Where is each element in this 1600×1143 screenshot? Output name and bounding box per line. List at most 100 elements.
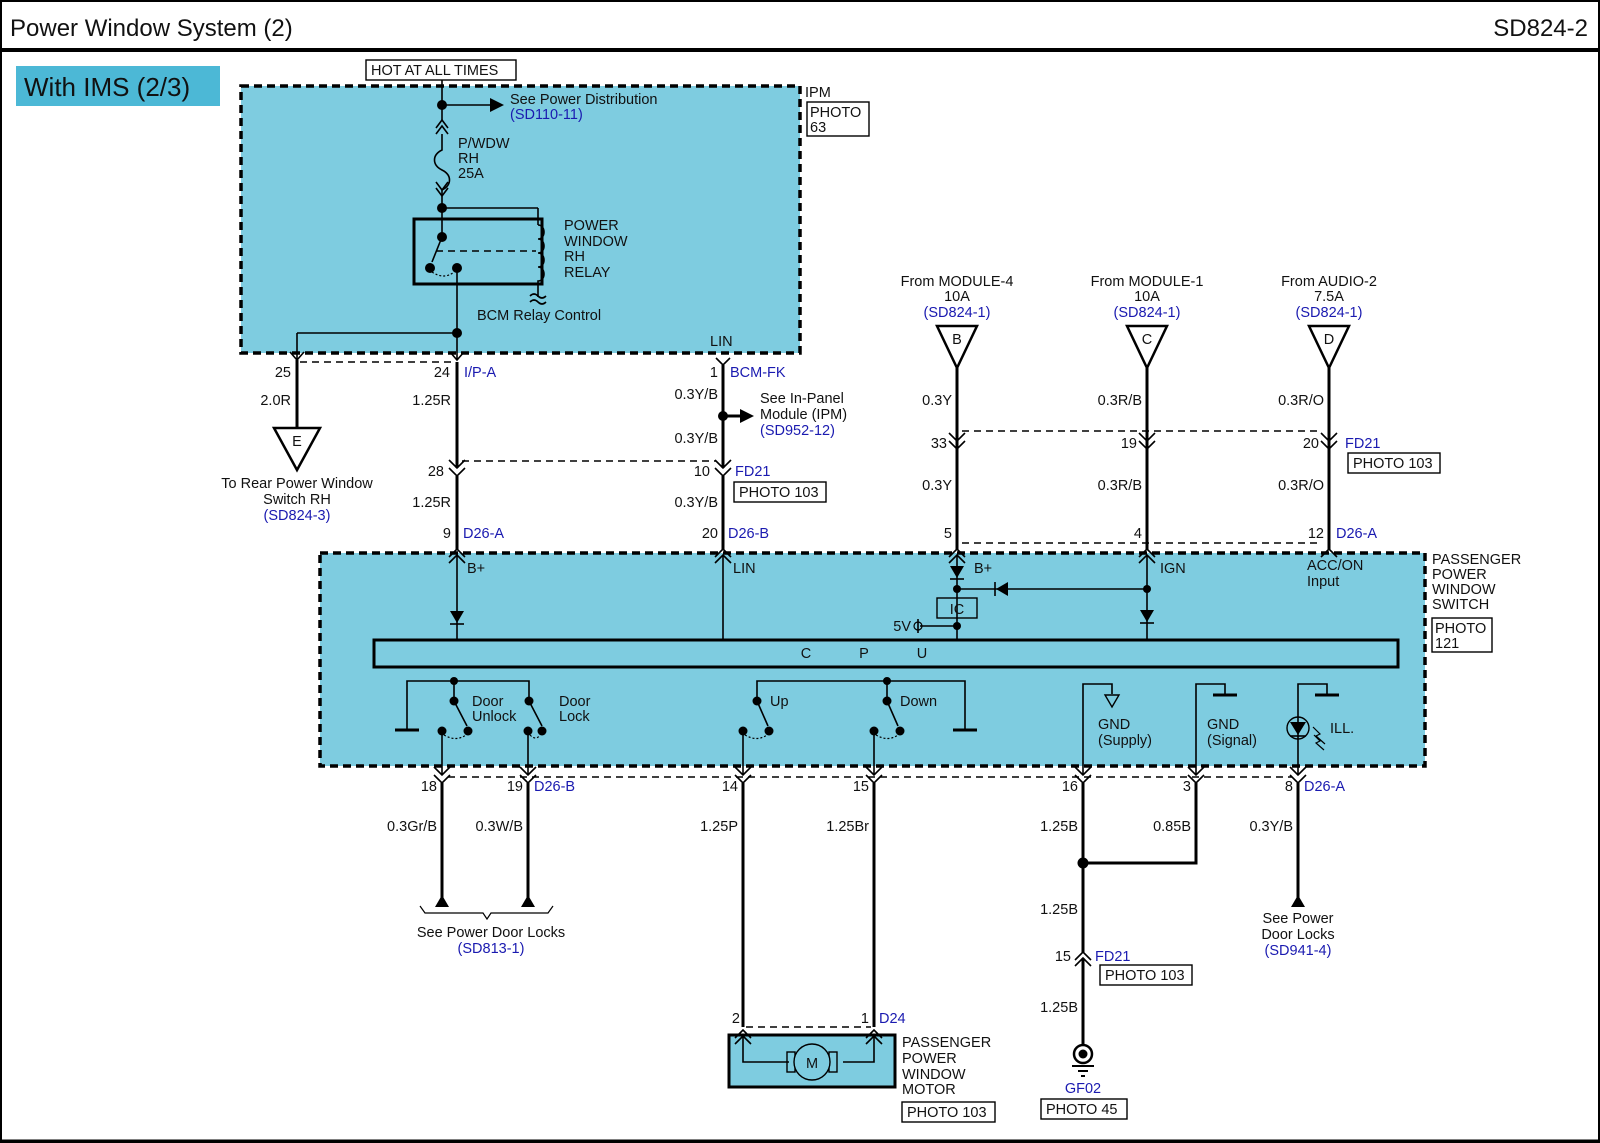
page-code: SD824-2 — [1493, 15, 1588, 42]
wire-label: 0.85B — [1153, 819, 1191, 835]
cpu-block — [372, 638, 1400, 669]
pin-number: 18 — [421, 779, 437, 795]
motor-name: MOTOR — [902, 1082, 956, 1098]
diode-icon — [996, 582, 1008, 596]
connector-icon — [1138, 432, 1156, 451]
wire-label: 1.25R — [412, 393, 451, 409]
offpage-connector-d-icon — [1307, 324, 1351, 371]
offpage-letter: D — [1324, 332, 1334, 348]
offpage-e-label: To Rear Power Window — [221, 476, 373, 492]
photo-box — [1099, 964, 1193, 986]
wire-label: 0.3R/O — [1278, 478, 1324, 494]
power-dist-label[interactable]: See Power Distribution — [510, 92, 658, 108]
connector-name[interactable]: D26-B — [534, 779, 575, 795]
fuse-label: RH — [458, 151, 479, 167]
window-switch-common — [756, 680, 966, 730]
motor-photo-label[interactable]: PHOTO 103 — [907, 1105, 987, 1121]
photo-label[interactable]: PHOTO 103 — [739, 485, 819, 501]
relay-label: RELAY — [564, 265, 611, 281]
offpage-d-rating: 7.5A — [1314, 289, 1344, 305]
ground-photo-label[interactable]: PHOTO 45 — [1046, 1102, 1117, 1118]
acc-on-label: Input — [1307, 574, 1339, 590]
pin-number: 16 — [1062, 779, 1078, 795]
ic-box — [936, 597, 978, 619]
photo-label[interactable]: PHOTO 103 — [1105, 968, 1185, 984]
ipm-photo-line1: PHOTO — [810, 105, 861, 121]
pin-number: 8 — [1285, 779, 1293, 795]
pin-number: 14 — [722, 779, 738, 795]
door-locks-right-link[interactable]: Door Locks — [1261, 927, 1334, 943]
wire-label: 0.3Y/B — [674, 495, 718, 511]
ground-name[interactable]: GF02 — [1065, 1081, 1101, 1097]
wire-label: 0.3R/B — [1098, 478, 1142, 494]
connector-name[interactable]: FD21 — [1095, 949, 1130, 965]
wire-label: 1.25P — [700, 819, 738, 835]
wire-label: 1.25R — [412, 495, 451, 511]
connector-icon — [449, 351, 465, 362]
connector-name[interactable]: D26-A — [1304, 779, 1345, 795]
pin-number: 9 — [443, 526, 451, 542]
door-unlock-switch-arm — [453, 700, 468, 727]
connector-name[interactable]: D26-A — [1336, 526, 1377, 542]
connector-name[interactable]: D26-B — [728, 526, 769, 542]
ipm-link-label[interactable]: Module (IPM) — [760, 407, 847, 423]
diode-icon — [1140, 610, 1154, 622]
connector-name[interactable]: BCM-FK — [730, 365, 786, 381]
door-locks-ref-link[interactable]: (SD813-1) — [458, 941, 525, 957]
wire-label: 1.25Br — [826, 819, 869, 835]
wire-label: 1.25B — [1040, 819, 1078, 835]
relay-coil-icon — [537, 224, 545, 297]
gnd-supply-label: (Supply) — [1098, 733, 1152, 749]
door-locks-link[interactable]: See Power Door Locks — [417, 925, 565, 941]
wire-label: 0.3Y/B — [674, 431, 718, 447]
offpage-e-ref-link[interactable]: (SD824-3) — [264, 508, 331, 524]
pin-number: 4 — [1134, 526, 1142, 542]
door-lock-switch-arm — [528, 700, 543, 727]
bcm-control-icon — [529, 293, 547, 305]
ill-label: ILL. — [1330, 721, 1354, 737]
wire-label: 1.25B — [1040, 1000, 1078, 1016]
door-locks-right-link[interactable]: See Power — [1263, 911, 1334, 927]
switch-photo-line1[interactable]: PHOTO — [1435, 621, 1486, 637]
relay-label: RH — [564, 249, 585, 265]
offpage-c-rating: 10A — [1134, 289, 1160, 305]
switch-arc — [875, 734, 899, 740]
connector-name[interactable]: FD21 — [1345, 436, 1380, 452]
bcm-relay-control-label: BCM Relay Control — [477, 308, 601, 324]
offpage-letter: E — [292, 434, 302, 450]
ign-label: IGN — [1160, 561, 1186, 577]
ipm-photo-box — [806, 101, 870, 137]
door-locks-right-ref-link[interactable]: (SD941-4) — [1265, 943, 1332, 959]
pin-number: 12 — [1308, 526, 1324, 542]
connector-name[interactable]: FD21 — [735, 464, 770, 480]
gnd-signal-label: GND — [1207, 717, 1239, 733]
offpage-connector-e-icon — [271, 426, 323, 473]
photo-label[interactable]: PHOTO 103 — [1353, 456, 1433, 472]
pin-number: 20 — [1303, 436, 1319, 452]
supply-ground-icon — [1103, 694, 1121, 709]
offpage-c-ref-link[interactable]: (SD824-1) — [1114, 305, 1181, 321]
motor-photo-box — [901, 1101, 996, 1123]
switch-photo-box — [1431, 617, 1493, 653]
relay-arc — [431, 271, 455, 277]
relay-contact — [425, 263, 435, 273]
connector-name[interactable]: D24 — [879, 1011, 906, 1027]
ipm-link-label[interactable]: See In-Panel — [760, 391, 844, 407]
fuse-label: P/WDW — [458, 136, 510, 152]
ipm-link-ref[interactable]: (SD952-12) — [760, 423, 835, 439]
5v-label: 5V — [893, 619, 911, 635]
wire-label: 0.3W/B — [475, 819, 523, 835]
connector-name[interactable]: D26-A — [463, 526, 504, 542]
offpage-b-ref-link[interactable]: (SD824-1) — [924, 305, 991, 321]
power-dist-ref-link[interactable]: (SD110-11) — [510, 107, 583, 123]
switch-photo-line2[interactable]: 121 — [1435, 636, 1459, 652]
pin-number: 15 — [1055, 949, 1071, 965]
switch-arc — [443, 734, 467, 740]
offpage-d-ref-link[interactable]: (SD824-1) — [1296, 305, 1363, 321]
offpage-c-label: From MODULE-1 — [1091, 274, 1204, 290]
wire-label: 0.3Gr/B — [387, 819, 437, 835]
motor-name: POWER — [902, 1051, 957, 1067]
pin-number: 24 — [434, 365, 450, 381]
connector-name[interactable]: I/P-A — [464, 365, 497, 381]
wire-label: 2.0R — [260, 393, 291, 409]
